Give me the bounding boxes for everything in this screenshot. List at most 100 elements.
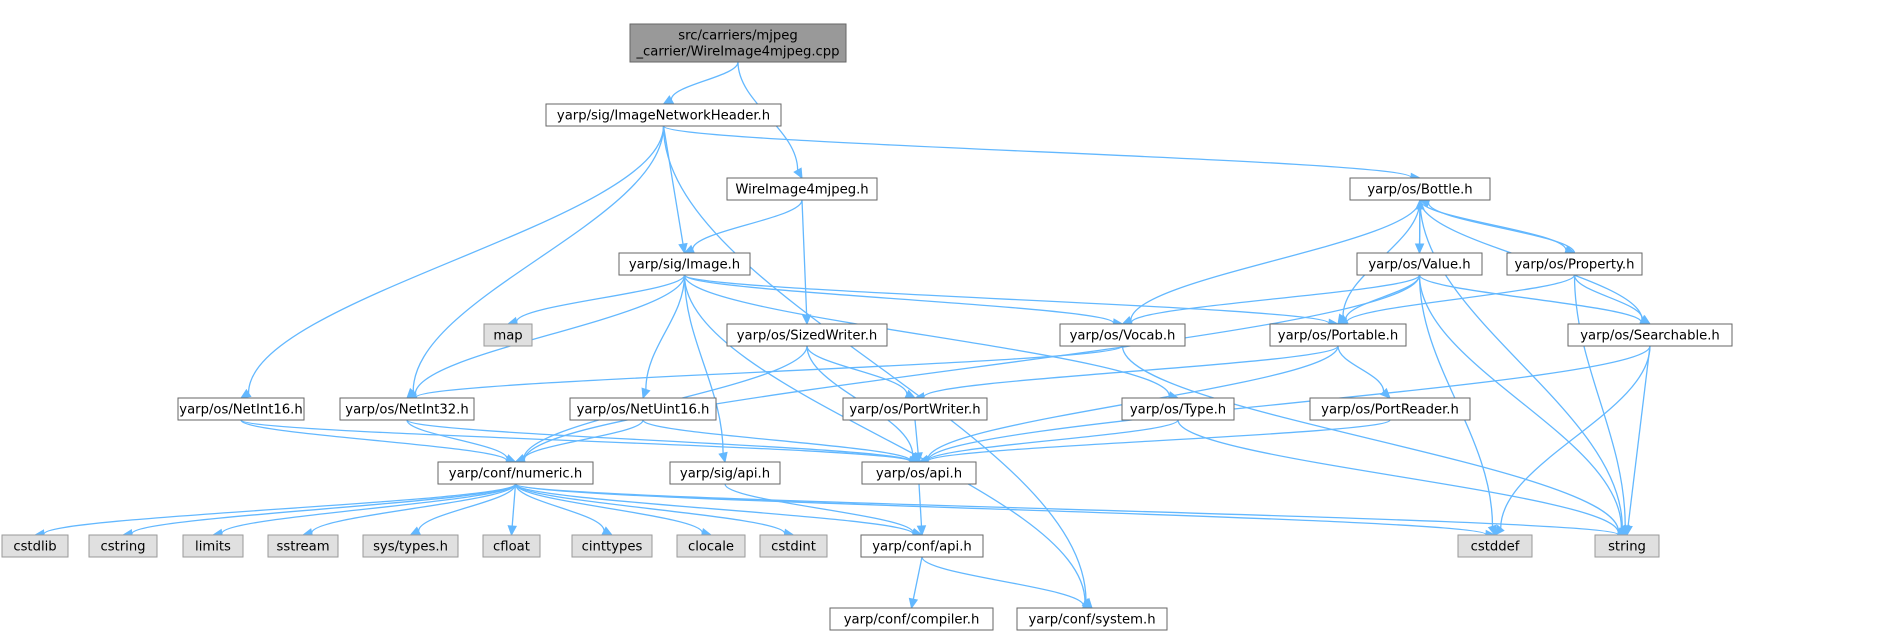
edge-value-to-bottle bbox=[1415, 198, 1425, 254]
node-bottle[interactable]: yarp/os/Bottle.h bbox=[1349, 177, 1491, 201]
edge-image-to-map bbox=[506, 274, 686, 327]
node-searchable[interactable]: yarp/os/Searchable.h bbox=[1567, 323, 1733, 347]
node-label: yarp/conf/api.h bbox=[872, 540, 972, 555]
edge-image-to-netuint16 bbox=[641, 274, 686, 400]
node-label: yarp/os/Searchable.h bbox=[1580, 329, 1720, 344]
edge-imgnethdr-to-netint16 bbox=[239, 125, 665, 399]
node-label: sys/types.h bbox=[373, 540, 448, 555]
node-sstream: sstream bbox=[267, 534, 339, 558]
edge-numeric-to-cstdlib bbox=[33, 483, 517, 539]
node-label: limits bbox=[195, 540, 231, 555]
edge-numeric-to-cstdint bbox=[514, 483, 795, 538]
node-label: yarp/os/Value.h bbox=[1368, 258, 1470, 273]
node-label: yarp/os/NetUint16.h bbox=[577, 403, 710, 418]
node-label: cstring bbox=[100, 540, 145, 555]
node-clocale: clocale bbox=[676, 534, 746, 558]
node-imgnethdr[interactable]: yarp/sig/ImageNetworkHeader.h bbox=[545, 103, 782, 127]
node-label: src/carriers/mjpeg bbox=[678, 29, 798, 44]
edge-wire-to-image bbox=[683, 199, 803, 254]
node-sizedwriter[interactable]: yarp/os/SizedWriter.h bbox=[726, 323, 888, 347]
node-sigapi[interactable]: yarp/sig/api.h bbox=[669, 461, 781, 485]
node-label: string bbox=[1608, 540, 1646, 555]
node-netint16[interactable]: yarp/os/NetInt16.h bbox=[177, 397, 305, 421]
edge-image-to-sigapi bbox=[683, 274, 728, 464]
edge-image-to-portable bbox=[683, 274, 1340, 329]
node-compiler[interactable]: yarp/conf/compiler.h bbox=[829, 607, 994, 631]
dependency-edges bbox=[33, 61, 1652, 610]
node-string: string bbox=[1594, 534, 1660, 558]
node-label: yarp/conf/numeric.h bbox=[449, 467, 582, 482]
node-label: yarp/os/Portable.h bbox=[1278, 329, 1398, 344]
edge-image-to-netint32 bbox=[405, 274, 686, 399]
edge-searchable-to-cstddef bbox=[1494, 345, 1651, 536]
node-label: yarp/conf/system.h bbox=[1028, 613, 1155, 628]
node-osapi[interactable]: yarp/os/api.h bbox=[861, 461, 977, 485]
edge-imgnethdr-to-image bbox=[662, 125, 688, 255]
edge-portable-to-portreader bbox=[1337, 345, 1391, 399]
node-cstring: cstring bbox=[88, 534, 158, 558]
node-netint32[interactable]: yarp/os/NetInt32.h bbox=[339, 397, 475, 421]
edge-type-to-string bbox=[1177, 419, 1629, 538]
node-cfloat: cfloat bbox=[482, 534, 541, 558]
node-portreader[interactable]: yarp/os/PortReader.h bbox=[1309, 397, 1471, 421]
node-label: yarp/sig/ImageNetworkHeader.h bbox=[557, 109, 770, 124]
node-label: yarp/os/SizedWriter.h bbox=[737, 329, 878, 344]
edge-imgnethdr-to-bottle bbox=[662, 125, 1422, 183]
node-map: map bbox=[483, 323, 533, 347]
node-root: src/carriers/mjpeg_carrier/WireImage4mjp… bbox=[629, 23, 847, 63]
edge-confapi-to-compiler bbox=[908, 556, 923, 610]
edge-value-to-numeric bbox=[514, 274, 1421, 465]
edge-root-to-imgnethdr bbox=[662, 61, 739, 105]
edge-confapi-to-system bbox=[921, 556, 1094, 610]
node-netuint16[interactable]: yarp/os/NetUint16.h bbox=[569, 397, 717, 421]
node-numeric[interactable]: yarp/conf/numeric.h bbox=[437, 461, 594, 485]
node-label: yarp/conf/compiler.h bbox=[844, 613, 980, 628]
edge-numeric-to-cstddef bbox=[514, 483, 1497, 540]
node-cstdlib: cstdlib bbox=[1, 534, 69, 558]
node-cstdint: cstdint bbox=[759, 534, 828, 558]
file-nodes: src/carriers/mjpeg_carrier/WireImage4mjp… bbox=[1, 23, 1733, 631]
node-wire[interactable]: WireImage4mjpeg.h bbox=[726, 177, 878, 201]
edge-netint32-to-numeric bbox=[406, 419, 517, 464]
node-system[interactable]: yarp/conf/system.h bbox=[1016, 607, 1168, 631]
node-label: sstream bbox=[276, 540, 329, 555]
node-label: yarp/os/Vocab.h bbox=[1070, 329, 1176, 344]
edge-sigapi-to-confapi bbox=[724, 483, 924, 538]
edge-osapi-to-confapi bbox=[916, 483, 927, 537]
node-portable[interactable]: yarp/os/Portable.h bbox=[1269, 323, 1407, 347]
node-portwriter[interactable]: yarp/os/PortWriter.h bbox=[842, 397, 988, 421]
edge-searchable-to-osapi bbox=[917, 345, 1651, 466]
node-label: yarp/os/Type.h bbox=[1130, 403, 1226, 418]
node-label: yarp/os/Property.h bbox=[1515, 258, 1635, 273]
node-label: WireImage4mjpeg.h bbox=[735, 183, 868, 198]
edge-portwriter-to-osapi bbox=[913, 419, 923, 464]
node-property[interactable]: yarp/os/Property.h bbox=[1506, 252, 1643, 276]
node-value[interactable]: yarp/os/Value.h bbox=[1356, 252, 1483, 276]
node-cinttypes: cinttypes bbox=[571, 534, 653, 558]
node-label: cstdlib bbox=[13, 540, 56, 555]
node-label: yarp/os/NetInt16.h bbox=[179, 403, 302, 418]
edge-numeric-to-clocale bbox=[514, 483, 713, 538]
node-label: cinttypes bbox=[582, 540, 643, 555]
node-label: _carrier/WireImage4mjpeg.cpp bbox=[635, 45, 839, 60]
node-label: yarp/os/PortReader.h bbox=[1321, 403, 1459, 418]
edge-property-to-bottle bbox=[1418, 198, 1576, 254]
node-image[interactable]: yarp/sig/Image.h bbox=[618, 252, 751, 276]
node-confapi[interactable]: yarp/conf/api.h bbox=[860, 534, 984, 558]
node-label: yarp/sig/api.h bbox=[680, 467, 770, 482]
edge-netint16-to-osapi bbox=[240, 419, 921, 467]
edge-property-to-searchable bbox=[1573, 274, 1652, 325]
node-label: yarp/os/Bottle.h bbox=[1367, 183, 1472, 198]
node-label: yarp/os/PortWriter.h bbox=[849, 403, 980, 418]
edge-vocab-to-string bbox=[1121, 345, 1629, 537]
node-cstddef: cstddef bbox=[1457, 534, 1533, 558]
node-label: clocale bbox=[688, 540, 734, 555]
node-type[interactable]: yarp/os/Type.h bbox=[1121, 397, 1235, 421]
node-label: map bbox=[493, 329, 522, 344]
node-label: cstddef bbox=[1471, 540, 1520, 555]
node-vocab[interactable]: yarp/os/Vocab.h bbox=[1059, 323, 1186, 347]
node-label: yarp/os/NetInt32.h bbox=[345, 403, 468, 418]
edge-wire-to-sizedwriter bbox=[801, 199, 812, 326]
edge-property-to-string bbox=[1573, 274, 1630, 537]
node-label: cstdint bbox=[771, 540, 816, 555]
